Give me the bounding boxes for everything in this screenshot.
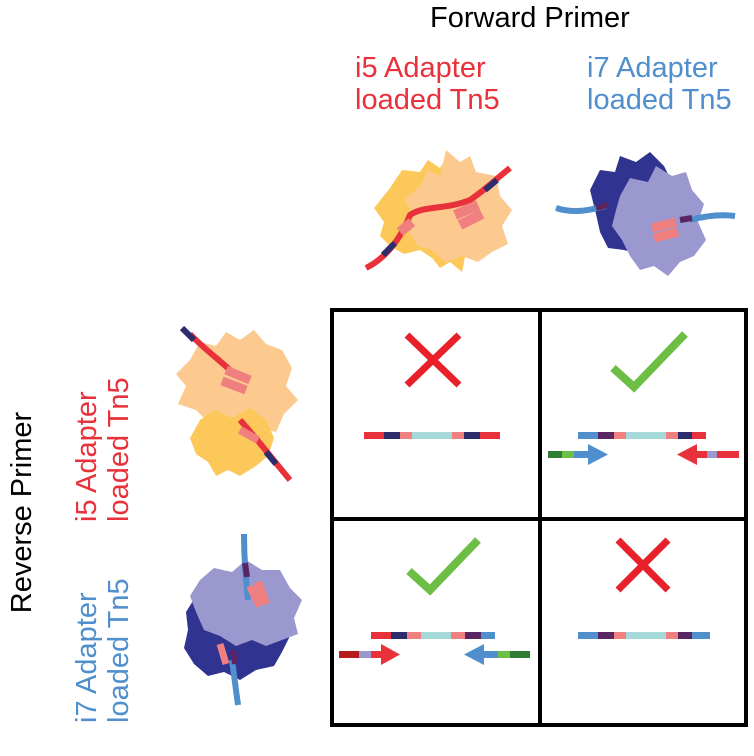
forward-primer-title: Forward Primer: [430, 2, 630, 34]
forward-primer-arrow-icon: [548, 444, 608, 465]
fragment-i7-i5: [371, 632, 495, 639]
cell-i5-i5: [364, 332, 500, 439]
column-i5-label-line2: loaded Tn5: [355, 84, 500, 117]
cell-i7-i7: [578, 537, 710, 639]
result-grid: [330, 308, 748, 727]
check-icon: [406, 537, 481, 596]
tn5-i5-complex-top-icon: [364, 150, 512, 272]
cross-icon: [404, 332, 462, 388]
column-i7-label: i7 Adapter loaded Tn5: [587, 52, 732, 117]
reverse-primer-arrow-icon: [677, 444, 739, 465]
cross-icon: [615, 537, 671, 593]
check-icon: [610, 331, 688, 393]
cell-i5-i7: [548, 331, 739, 465]
tn5-i5-complex-left-icon: [176, 325, 298, 482]
fragment-i5-i5: [364, 432, 500, 439]
column-i7-label-line1: i7 Adapter: [587, 52, 718, 84]
forward-primer-arrow-icon: [339, 644, 400, 665]
column-i5-label-line1: i5 Adapter: [355, 52, 486, 84]
column-i7-label-line2: loaded Tn5: [587, 84, 732, 117]
fragment-i7-i7: [578, 632, 710, 639]
tn5-i7-complex-top-icon: [555, 152, 736, 276]
column-i5-label: i5 Adapter loaded Tn5: [355, 52, 500, 117]
cell-i7-i5: [339, 537, 530, 665]
reverse-primer-arrow-icon: [464, 644, 530, 665]
tn5-i7-complex-left-icon: [184, 533, 302, 706]
fragment-i5-i7: [578, 432, 706, 439]
